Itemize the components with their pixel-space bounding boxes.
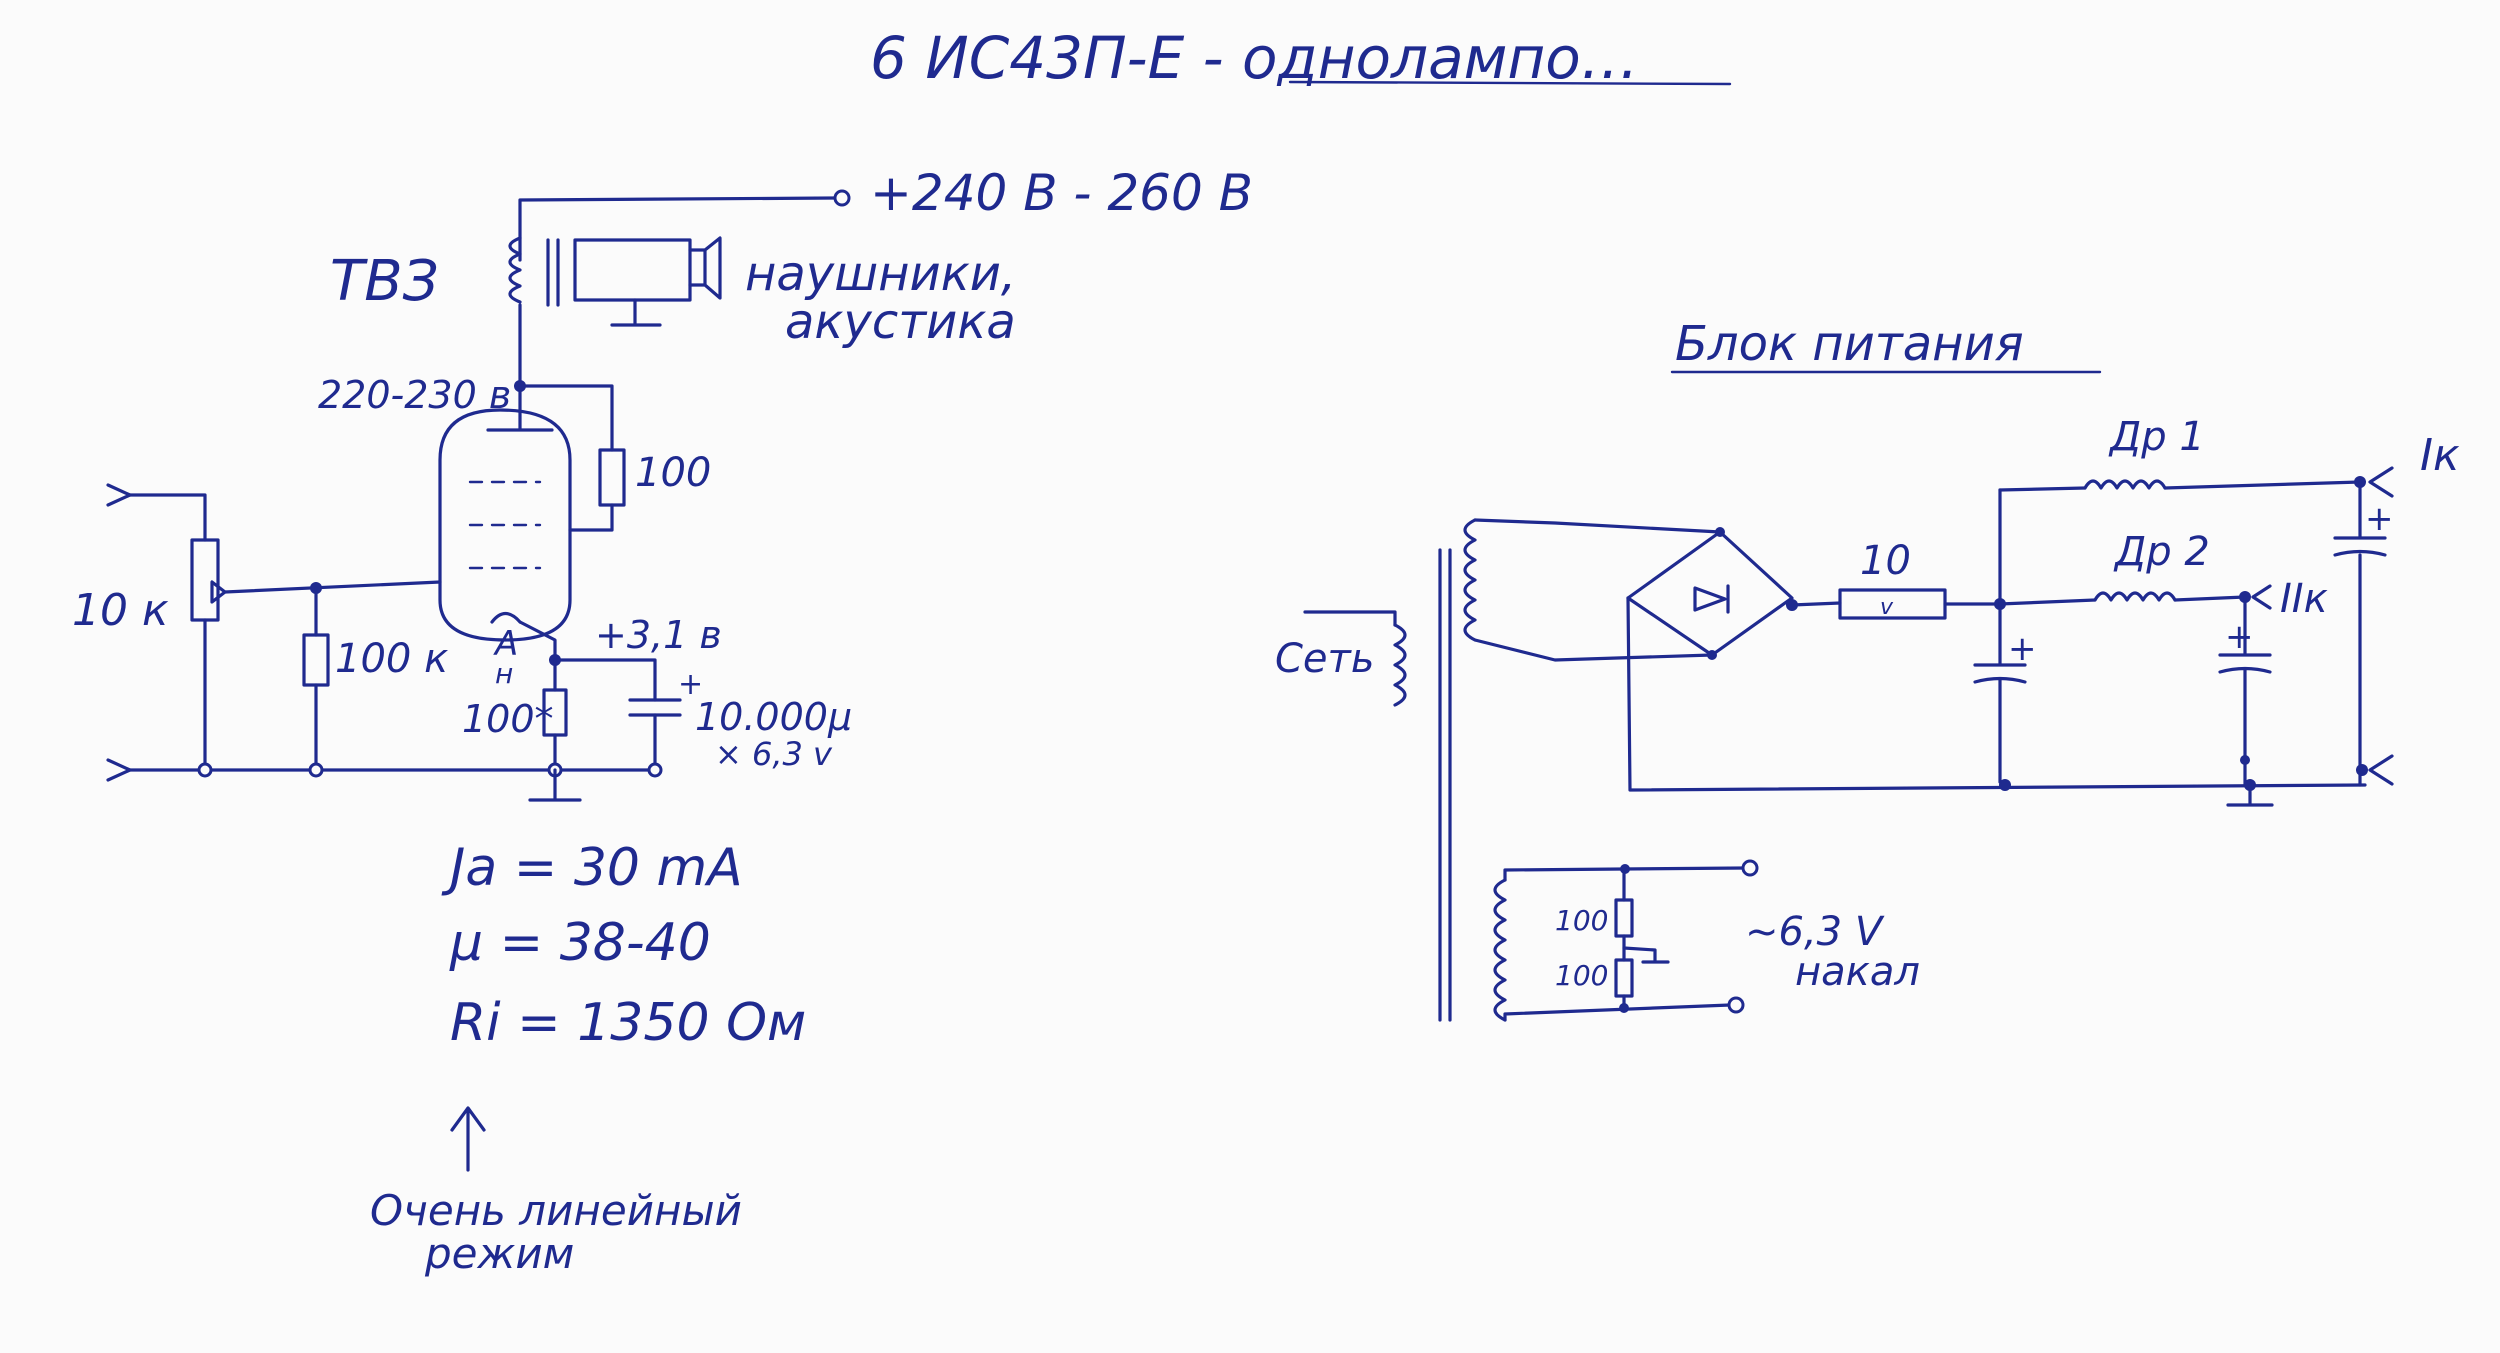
note-arrow	[450, 1106, 486, 1172]
output-2-terminal	[2251, 584, 2272, 610]
note-line-1: Очень линейный	[370, 1186, 742, 1235]
ground-terminal	[2368, 754, 2394, 786]
cathode-cap-label: 10.000μ	[695, 695, 852, 739]
heater-voltage-label: ~6,3 V	[1745, 909, 1885, 955]
amplification-factor: μ = 38-40	[449, 913, 711, 973]
output-2-label: IIк	[2280, 576, 2328, 622]
tube-anode	[486, 384, 554, 432]
amp-ground-symbol	[528, 768, 582, 802]
choke-1-label: Др 1	[2108, 414, 2205, 460]
filter-cap-3-plus: +	[2365, 499, 2394, 539]
acoustics-label: акустика	[785, 294, 1016, 350]
title-underline	[1288, 80, 1732, 86]
mains-transformer-core	[1438, 548, 1452, 1022]
tube-parameters: Ja = 30 mA μ = 38-40 Ri = 1350 Ом Очень …	[370, 838, 806, 1278]
filter-cap-2	[2218, 595, 2272, 787]
pot-wiper	[210, 580, 227, 604]
psu-ground-symbol	[2226, 783, 2274, 807]
pot-label: 10 к	[72, 585, 169, 636]
series-resistor-unit: v	[1880, 595, 1894, 620]
filter-cap-3	[2333, 480, 2387, 787]
mains-primary-coil	[1393, 623, 1407, 707]
heater-resistor-2	[1614, 958, 1634, 998]
headphones-ground	[610, 298, 662, 327]
cathode-cap-plus: +	[678, 667, 703, 702]
page-title: 6 ИС43П-Е - однолампо…	[870, 24, 1639, 92]
filter-cap-1-plus: +	[2008, 629, 2037, 669]
tube-cathode	[490, 611, 522, 624]
choke-2-label: Др 2	[2113, 529, 2210, 575]
supply-voltage-label: +240 В - 260 В	[870, 164, 1253, 222]
volume-potentiometer	[190, 538, 220, 622]
transformer-core	[546, 238, 560, 307]
input-arrow-top	[106, 483, 132, 507]
amplifier-stage: +240 В - 260 В ТВЗ наушники, акустика 22…	[72, 164, 1253, 802]
anode-resistor-label: 100	[635, 450, 711, 496]
transformer-secondary	[573, 238, 692, 302]
tube-grids	[468, 480, 542, 570]
heater-ground	[1622, 946, 1670, 964]
grid-resistor-label: 100 к	[335, 636, 448, 682]
input-arrow-bottom	[106, 758, 132, 782]
transformer-primary	[508, 236, 522, 304]
internal-resistance: Ri = 1350 Ом	[450, 993, 806, 1053]
pin-h-label: н	[495, 657, 513, 690]
heater-resistor-1	[1614, 898, 1634, 938]
grid-resistor	[302, 633, 330, 687]
pin-a-label: А	[493, 624, 518, 664]
headphones-label: наушники,	[745, 246, 1016, 302]
heater-terminal-1	[1741, 859, 1759, 877]
heater-resistor-2-label: 100	[1555, 959, 1608, 992]
cathode-cap-voltage: × 6,3 v	[715, 735, 833, 773]
psu-title: Блок питания	[1675, 316, 2024, 372]
choke-2	[2093, 591, 2177, 602]
headphones-icon	[688, 236, 722, 300]
series-resistor-label: 10	[1860, 538, 1911, 584]
power-supply: Блок питания Сеть 10 v + Др 1	[1275, 316, 2460, 1022]
anode-resistor	[598, 448, 626, 507]
supply-terminal	[833, 189, 851, 207]
anode-current: Ja = 30 mA	[441, 838, 743, 898]
output-1-terminal	[2368, 466, 2394, 498]
cathode-voltage-label: +3,1 в	[595, 613, 722, 657]
bridge-diode-symbol	[1693, 584, 1730, 614]
cathode-capacitor	[628, 698, 682, 717]
choke-1	[2083, 479, 2167, 490]
note-line-2: режим	[424, 1229, 574, 1278]
heater-winding	[1493, 878, 1507, 1022]
cathode-resistor-label: 100*	[462, 697, 554, 741]
heater-resistor-1-label: 100	[1555, 904, 1608, 937]
heater-label: накал	[1795, 949, 1920, 995]
mains-secondary-coil	[1463, 518, 1477, 642]
filter-cap-2-plus: +	[2225, 617, 2254, 657]
filter-cap-1	[1973, 488, 2027, 784]
tube-envelope	[438, 408, 572, 642]
heater-terminal-2	[1727, 996, 1745, 1014]
output-1-label: Iк	[2420, 430, 2460, 481]
mains-label: Сеть	[1275, 636, 1374, 682]
transformer-label: ТВЗ	[330, 249, 439, 314]
anode-voltage-label: 220-230 в	[318, 373, 511, 417]
